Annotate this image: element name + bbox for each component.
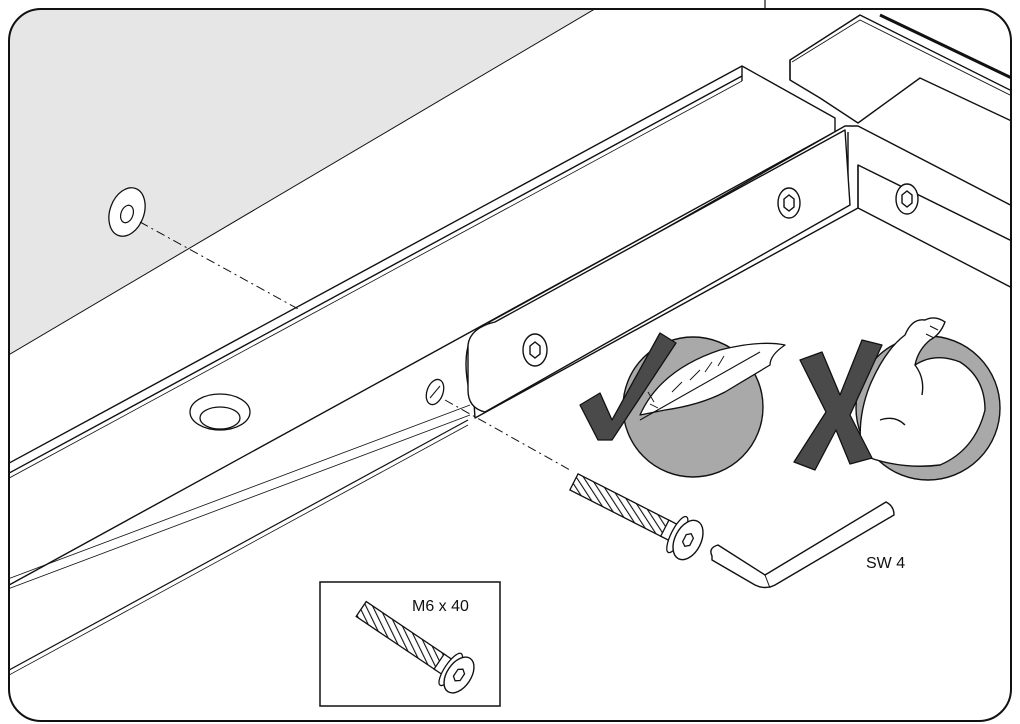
screw-detail-inset: M6 x 40	[319, 581, 501, 707]
check-mark-icon	[579, 332, 677, 441]
tabletop-surface	[9, 9, 612, 361]
allen-key-icon	[710, 501, 895, 589]
flexed-arm-icon	[859, 317, 986, 467]
wrench-size-label: SW 4	[866, 555, 905, 572]
feather-icon	[639, 342, 786, 421]
rail-small-hole	[425, 378, 445, 406]
bolt-head-1	[522, 333, 548, 367]
screw-m6-detail	[355, 600, 475, 694]
x-mark-icon	[793, 339, 883, 471]
drawing-area: SW 4 M6 x 40	[9, 9, 1011, 707]
allowed-badge	[579, 332, 786, 478]
screw-m6-loose	[568, 472, 704, 561]
bolt-head-2	[777, 187, 801, 219]
tabletop-hole	[108, 187, 146, 237]
drawing-frame	[8, 8, 1012, 722]
side-rail	[9, 65, 836, 681]
alignment-lines	[139, 221, 571, 471]
forbidden-badge	[793, 317, 1001, 481]
bolt-head-3	[895, 183, 919, 215]
screw-spec-label: M6 x 40	[412, 598, 469, 615]
corner-frame-top	[789, 13, 1011, 126]
rail-counterbore-hole	[189, 393, 251, 431]
bracket-plate	[467, 129, 851, 413]
